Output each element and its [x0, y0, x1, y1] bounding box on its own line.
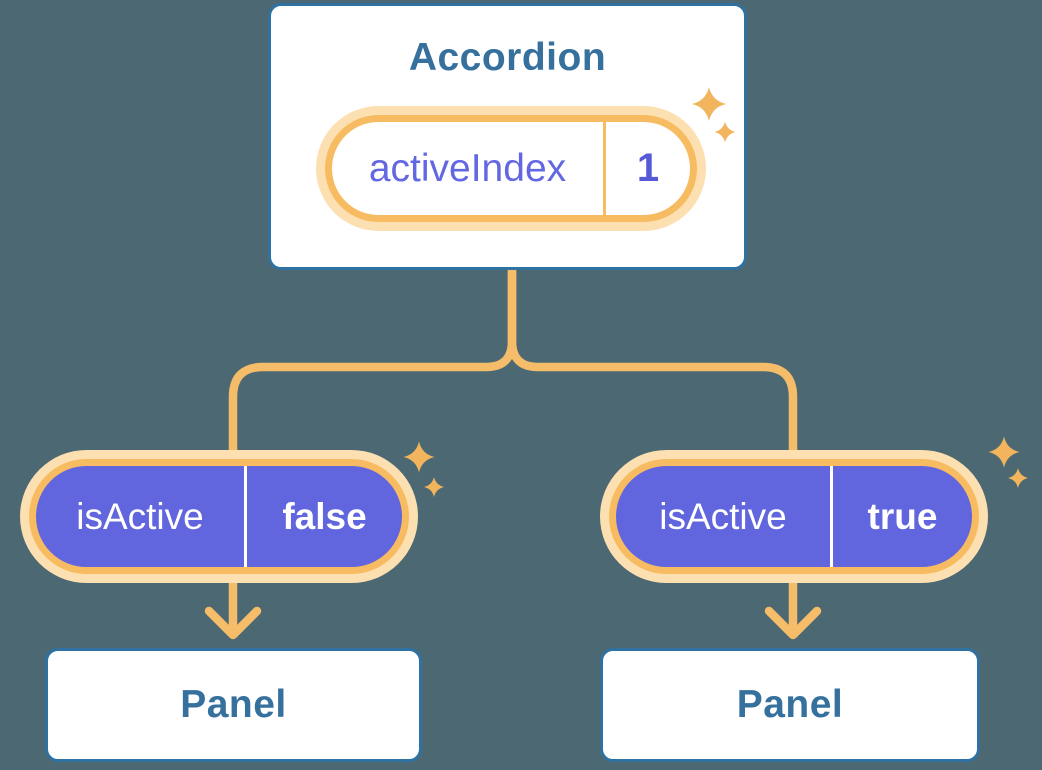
connector-branch-right	[507, 266, 798, 463]
arrow-head-left-icon	[204, 606, 262, 640]
is-active-true-pill-ring: isActive true	[609, 459, 979, 574]
state-name-label: activeIndex	[368, 146, 567, 190]
accordion-title: Accordion	[408, 36, 607, 79]
state-value-label: 1	[636, 146, 660, 190]
connector-branch-left	[228, 266, 517, 463]
active-index-state-pill-ring: activeIndex 1	[325, 115, 697, 222]
pill-divider	[244, 466, 247, 567]
sparkle-icon	[1008, 468, 1028, 488]
panel-title: Panel	[180, 683, 287, 726]
panel-node-card-right: Panel	[600, 648, 980, 762]
sparkle-icon	[988, 436, 1020, 468]
sparkle-icon	[403, 441, 435, 473]
arrow-head-right-icon	[764, 606, 822, 640]
panel-node-card-left: Panel	[45, 648, 422, 762]
accordion-node-card: Accordion activeIndex 1	[268, 3, 747, 270]
pill-divider	[830, 466, 833, 567]
sparkle-icon	[714, 121, 736, 143]
panel-title: Panel	[736, 683, 844, 726]
is-active-false-state-pill: isActive false	[20, 450, 418, 583]
is-active-false-pill-ring: isActive false	[29, 459, 409, 574]
state-value-label: true	[867, 495, 938, 537]
state-name-label: isActive	[659, 495, 787, 537]
sparkle-icon	[692, 87, 726, 121]
state-name-label: isActive	[76, 495, 204, 537]
state-value-label: false	[282, 495, 367, 537]
active-index-state-pill: activeIndex 1	[316, 106, 706, 231]
sparkle-icon	[424, 477, 444, 497]
is-active-true-state-pill: isActive true	[600, 450, 988, 583]
pill-divider	[603, 122, 606, 215]
